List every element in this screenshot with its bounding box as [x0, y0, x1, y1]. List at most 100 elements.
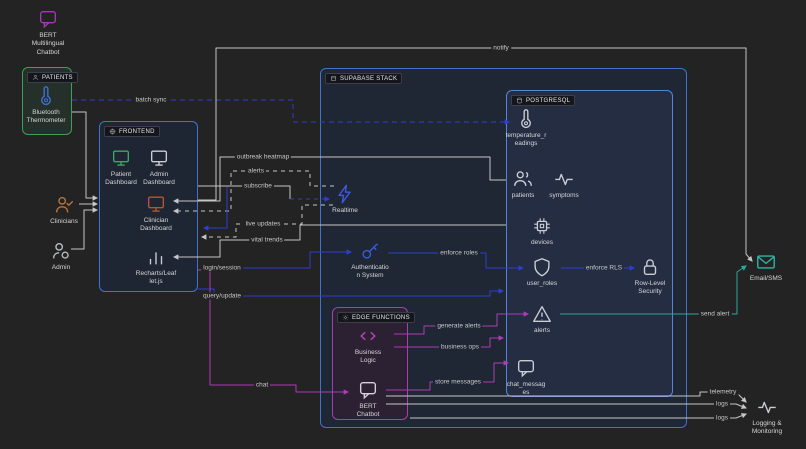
- edge-label-enforce-roles: enforce roles: [438, 249, 480, 257]
- node-logging-monitoring: Logging & Monitoring: [735, 396, 799, 437]
- gear-icon: [342, 314, 349, 321]
- edge-label-query-update: query/update: [201, 292, 243, 300]
- bar-chart-icon: [145, 246, 167, 268]
- node-admin: Admin: [29, 240, 93, 272]
- node-label: chat_messag es: [506, 381, 546, 397]
- node-label: Bluetooth Thermometer: [26, 109, 66, 125]
- edge-label-batch-sync: batch sync: [133, 96, 169, 104]
- node-patients-table: patients: [491, 168, 555, 200]
- group-patients-header: PATIENTS: [27, 72, 78, 83]
- database-icon: [516, 97, 523, 104]
- edge-label-logs-mid: logs: [714, 400, 730, 408]
- node-label: Row-Level Security: [634, 280, 666, 296]
- pulse-icon: [553, 168, 575, 190]
- node-clinicians: Clinicians: [32, 194, 96, 226]
- node-bert-chatbot: BERT Chatbot: [336, 379, 400, 420]
- people-icon: [512, 168, 534, 190]
- code-brackets-icon: [357, 325, 379, 347]
- edge-realtime-push: [202, 187, 228, 231]
- edge-label-outbreak-heatmap: outbreak heatmap: [234, 153, 292, 161]
- node-alerts-table: alerts: [510, 303, 574, 335]
- node-label: Clinician Dashboard: [140, 217, 172, 233]
- node-recharts-leaflet: Recharts/Leaf let.js: [124, 246, 188, 287]
- person-gear-icon: [50, 240, 72, 262]
- edge-label-enforce-rls: enforce RLS: [583, 264, 625, 272]
- chip-icon: [531, 215, 553, 237]
- node-chat-messages-table: chat_messag es: [494, 357, 558, 398]
- edge-label-login-session: login/session: [201, 264, 243, 272]
- lightning-bolt-icon: [334, 183, 356, 205]
- node-label: Realtime: [332, 207, 358, 214]
- node-label: BERT Chatbot: [356, 403, 380, 419]
- edge-label-notify: notify: [491, 44, 511, 52]
- node-temperature-readings: temperature_r eadings: [494, 108, 558, 149]
- edge-label-store-messages: store messages: [433, 378, 483, 386]
- chat-bubble-icon: [515, 357, 537, 379]
- node-label: symptoms: [549, 192, 579, 199]
- group-frontend-title: FRONTEND: [119, 128, 155, 135]
- group-patients-title: PATIENTS: [42, 74, 73, 81]
- node-realtime: Realtime: [313, 183, 377, 215]
- group-edge-functions-header: EDGE FUNCTIONS: [337, 312, 415, 323]
- group-supabase-header: SUPABASE STACK: [325, 73, 403, 84]
- edge-label-vital-trends: vital trends: [249, 236, 285, 244]
- edge-label-subscribe: subscribe: [242, 182, 274, 190]
- warning-triangle-icon: [531, 303, 553, 325]
- node-label: devices: [530, 239, 554, 246]
- node-label: Authenticatio n System: [351, 264, 389, 280]
- node-business-logic: Business Logic: [336, 325, 400, 366]
- edge-label-generate-alerts: generate alerts: [435, 322, 483, 330]
- lock-icon: [639, 256, 661, 278]
- group-edge-functions-title: EDGE FUNCTIONS: [352, 314, 410, 321]
- node-label: patients: [511, 192, 535, 199]
- thermometer-icon: [35, 85, 57, 107]
- node-label: Business Logic: [354, 349, 382, 365]
- edge-label-live-updates: live updates: [243, 220, 283, 228]
- envelope-icon: [755, 251, 777, 273]
- group-frontend-header: FRONTEND: [104, 126, 160, 137]
- node-authentication-system: Authenticatio n System: [338, 240, 402, 281]
- node-admin-dashboard: Admin Dashboard: [127, 147, 191, 188]
- node-label: Email/SMS: [749, 275, 783, 282]
- edge-label-send-alert: send alert: [698, 310, 732, 318]
- node-bert-multilingual-chatbot: BERT Multilingual Chatbot: [16, 8, 80, 57]
- node-devices-table: devices: [510, 215, 574, 247]
- node-label: Admin: [51, 264, 71, 271]
- edge-label-alerts: alerts: [246, 167, 266, 175]
- node-label: Recharts/Leaf let.js: [135, 270, 177, 286]
- node-label: user_roles: [526, 280, 558, 287]
- node-label: Logging & Monitoring: [751, 420, 783, 436]
- person-icon: [32, 74, 39, 81]
- node-symptoms-table: symptoms: [532, 168, 596, 200]
- node-email-sms: Email/SMS: [734, 251, 798, 283]
- edge-alerts: [172, 170, 334, 214]
- node-label: Clinicians: [50, 218, 78, 225]
- monitor-icon: [148, 147, 170, 169]
- person-check-icon: [53, 194, 75, 216]
- stack-icon: [330, 75, 337, 82]
- monitor-icon: [145, 193, 167, 215]
- pulse-icon: [756, 396, 778, 418]
- key-icon: [359, 240, 381, 262]
- globe-icon: [109, 128, 116, 135]
- shield-icon: [531, 256, 553, 278]
- edge-label-telemetry: telemetry: [707, 388, 739, 396]
- node-label: Admin Dashboard: [143, 171, 175, 187]
- node-label: Patient Dashboard: [105, 171, 137, 187]
- node-row-level-security: Row-Level Security: [618, 256, 682, 297]
- edge-label-chat: chat: [253, 381, 271, 389]
- node-patient-dashboard: Patient Dashboard: [89, 147, 153, 188]
- node-clinician-dashboard: Clinician Dashboard: [124, 193, 188, 234]
- group-patients: PATIENTS: [22, 67, 78, 135]
- chat-bubble-icon: [37, 8, 59, 30]
- chat-bubble-icon: [357, 379, 379, 401]
- node-bluetooth-thermometer: Bluetooth Thermometer: [14, 85, 78, 126]
- edge-label-logs-bottom: logs: [714, 414, 730, 422]
- node-user-roles-table: user_roles: [510, 256, 574, 288]
- node-label: alerts: [534, 327, 550, 334]
- thermometer-icon: [515, 108, 537, 130]
- edge-label-business-ops: business ops: [439, 343, 481, 351]
- group-postgresql-header: POSTGRESQL: [511, 95, 576, 106]
- node-label: BERT Multilingual Chatbot: [31, 32, 65, 56]
